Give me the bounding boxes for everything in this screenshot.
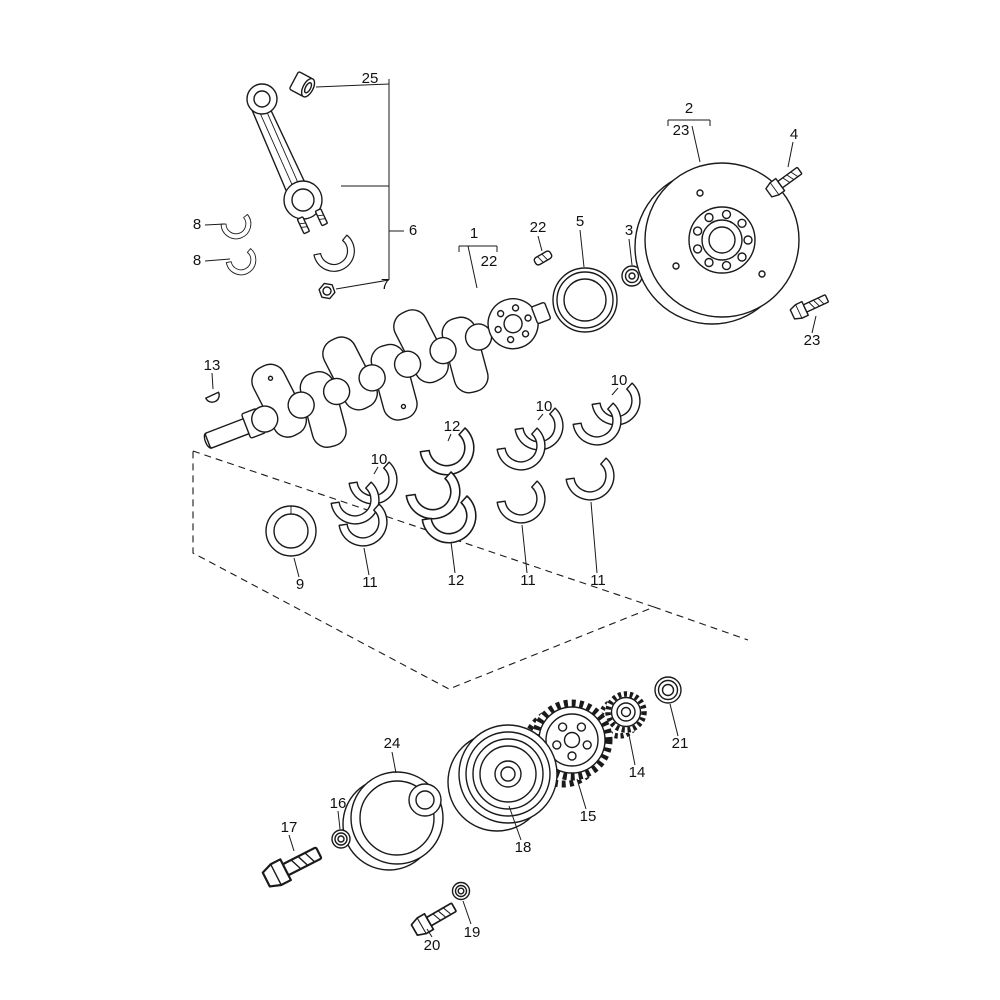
piston-pin-bushing <box>289 71 316 98</box>
part-label-22: 22 <box>530 219 547 236</box>
rod-bolt <box>296 216 311 235</box>
flywheel-bolt-23 <box>788 290 831 322</box>
part-label-12: 12 <box>444 418 461 435</box>
connecting-rod <box>246 71 363 300</box>
crankcase-dashed-outline <box>192 450 749 690</box>
rod-bearing-cap <box>312 233 363 280</box>
part-label-11: 11 <box>362 574 378 591</box>
crankshaft <box>203 298 551 449</box>
flywheel <box>634 162 800 325</box>
washer-16 <box>331 829 351 849</box>
vibration-damper-pulley-18 <box>447 724 558 832</box>
part-label-18: 18 <box>515 839 532 856</box>
woodruff-key <box>205 391 220 403</box>
part-label-6: 6 <box>409 222 417 239</box>
crankshaft-seal <box>552 267 618 333</box>
part-label-14: 14 <box>629 764 646 781</box>
rod-bearing-shells <box>219 213 262 281</box>
part-label-24: 24 <box>384 735 401 752</box>
gear-14 <box>598 691 647 739</box>
part-label-13: 13 <box>204 357 221 374</box>
pilot-ring <box>621 265 643 287</box>
pulley-bolt-20 <box>409 898 460 939</box>
part-label-16: 16 <box>330 795 347 812</box>
part-label-1: 1 <box>470 225 478 242</box>
pulley-bolt-17 <box>259 841 326 891</box>
part-label-11: 11 <box>590 572 606 589</box>
part-label-21: 21 <box>672 735 689 752</box>
part-label-10: 10 <box>611 372 628 389</box>
part-label-8: 8 <box>193 216 201 233</box>
part-label-8: 8 <box>193 252 201 269</box>
crankshaft-key <box>533 250 553 266</box>
part-label-7: 7 <box>381 276 389 293</box>
part-labels: 25 8 8 6 7 1 22 22 5 3 2 23 4 23 13 10 1… <box>193 70 821 954</box>
washer-19 <box>451 881 471 901</box>
spacer-ring-21 <box>654 676 682 704</box>
main-bearing-shells-lower <box>265 456 624 557</box>
part-label-23: 23 <box>804 332 821 349</box>
part-label-19: 19 <box>464 924 481 941</box>
rod-nut <box>318 282 336 300</box>
part-label-5: 5 <box>576 213 584 230</box>
part-label-12: 12 <box>448 572 465 589</box>
part-label-25: 25 <box>362 70 379 87</box>
part-label-20: 20 <box>424 937 441 954</box>
rod-bolt <box>314 208 329 227</box>
part-label-17: 17 <box>281 819 298 836</box>
part-label-4: 4 <box>790 126 798 143</box>
part-label-2: 2 <box>685 100 693 117</box>
belt-pulley-24 <box>342 771 444 871</box>
part-label-10: 10 <box>536 398 553 415</box>
part-label-11: 11 <box>520 572 536 589</box>
part-label-3: 3 <box>625 222 633 239</box>
part-label-15: 15 <box>580 808 597 825</box>
part-label-10: 10 <box>371 451 388 468</box>
part-label-22: 22 <box>481 253 498 270</box>
leader-lines <box>204 79 817 938</box>
part-label-23: 23 <box>673 122 690 139</box>
part-label-9: 9 <box>296 576 304 593</box>
